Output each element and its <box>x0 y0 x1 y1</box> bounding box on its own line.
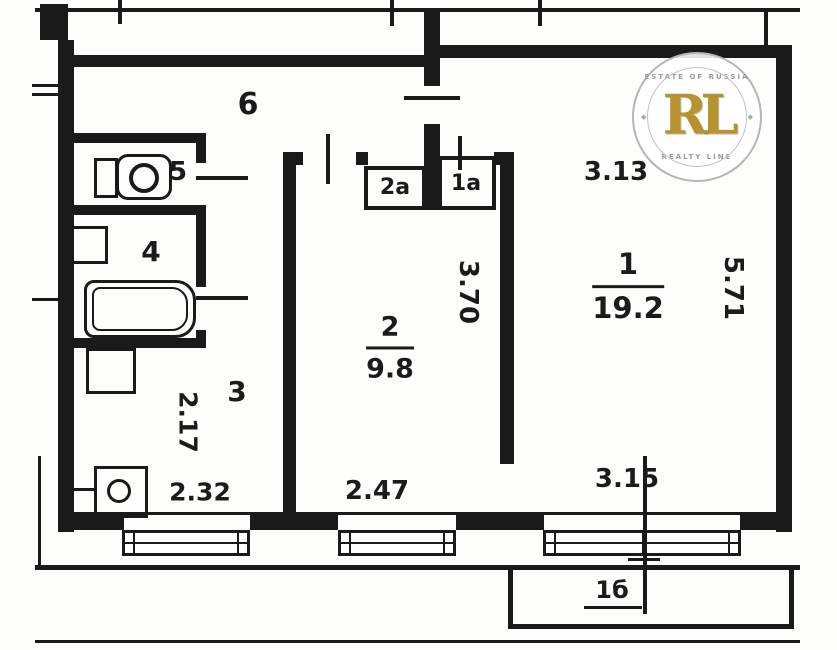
door-tick-hall-room1 <box>404 96 460 100</box>
closet-2a-box <box>364 166 426 210</box>
wall-tick <box>118 0 122 24</box>
wall-hall-top <box>58 55 428 67</box>
diamond-icon: ◆ <box>641 113 647 121</box>
watermark-arc-bottom-text: REALTY LINE <box>661 153 733 161</box>
stove-burner-icon <box>107 479 131 503</box>
wall-top-exterior <box>35 8 800 12</box>
wall-tick <box>538 0 542 26</box>
wall-room1-top <box>424 45 792 58</box>
wall-room2-top <box>283 152 303 165</box>
room-label-closet-1a: 1а <box>450 171 482 196</box>
room1-area: 19.2 <box>592 291 664 326</box>
wall-right <box>776 45 792 532</box>
dimension-line-vertical <box>643 456 647 614</box>
wall-hall-room1-upper <box>424 12 440 86</box>
wall-block-top-left <box>40 4 68 40</box>
watermark-letters: RL <box>662 82 739 147</box>
room-label-hall: 6 <box>237 87 259 122</box>
wall-bath-bottom <box>74 338 206 348</box>
watermark-logo: ESTATE OF RUSSIA RL REALTY LINE ◆ ◆ <box>632 52 762 182</box>
diamond-icon: ◆ <box>747 113 753 121</box>
room-label-closet-2a: 2а <box>379 175 411 200</box>
room-label-balcony: 1б <box>595 576 629 604</box>
wall-bottom-segment <box>740 512 792 530</box>
door-tick-room2 <box>326 134 330 184</box>
toilet-bowl <box>116 154 172 200</box>
wall-tick <box>32 93 58 96</box>
room2-number: 2 <box>366 311 414 350</box>
toilet-icon <box>129 163 159 193</box>
wall-bottom-most <box>35 640 800 643</box>
appliance-box <box>86 348 136 394</box>
wall-tick <box>390 0 394 26</box>
room-label-bath: 4 <box>141 235 161 268</box>
room-label-corridor: 3 <box>227 375 247 408</box>
dim-room1-top: 3.13 <box>583 157 649 187</box>
sink <box>74 226 108 264</box>
dim-room1-right: 5.71 <box>718 255 748 321</box>
wall-tick <box>38 456 41 568</box>
watermark-arc-top-text: ESTATE OF RUSSIA <box>644 73 750 81</box>
dim-corridor-width: 2.32 <box>169 477 231 507</box>
wall-wc-bath-divider <box>74 205 206 215</box>
wall-bath-right <box>196 133 206 163</box>
room2-area: 9.8 <box>366 353 414 385</box>
fixture-tick <box>74 488 94 491</box>
wall-room2-left <box>283 152 296 530</box>
wall-room2-top <box>356 152 368 165</box>
wall-tick <box>32 84 58 87</box>
dim-room2-height: 3.70 <box>453 259 483 325</box>
dimension-tick <box>628 558 660 561</box>
bathtub-inner <box>92 287 188 331</box>
dim-room1-bottom: 3.15 <box>594 464 660 494</box>
room-label-wc: 5 <box>168 157 188 187</box>
window-right <box>543 530 741 556</box>
window-middle <box>338 530 456 556</box>
wall-tick <box>764 8 768 46</box>
wall-bottom-line <box>58 512 792 515</box>
wall-tick <box>32 298 58 301</box>
bathtub <box>84 280 196 338</box>
wall-room2-room1 <box>500 152 514 464</box>
dim-corridor-height: 2.17 <box>173 391 203 453</box>
balcony-wall-left <box>508 568 513 628</box>
closet-1a-box <box>438 156 496 210</box>
room2-label: 2 9.8 <box>366 311 414 385</box>
dim-room2-width: 2.47 <box>344 476 410 506</box>
window-left <box>122 530 250 556</box>
wall-bottom-segment <box>456 512 544 530</box>
wall-bottom-exterior <box>35 565 800 570</box>
door-tick-closet-1a <box>458 136 462 170</box>
wall-bath-right <box>196 205 206 287</box>
wall-hall-room1-lower <box>424 124 440 210</box>
wall-left <box>58 40 74 532</box>
stove-box <box>94 466 148 518</box>
balcony-wall-bottom <box>508 624 794 629</box>
room1-number: 1 <box>592 247 664 289</box>
door-tick-bath <box>196 296 248 300</box>
toilet-tank <box>94 158 118 198</box>
door-tick-wc <box>196 176 248 180</box>
balcony-wall-right <box>789 568 794 629</box>
room1-label: 1 19.2 <box>592 247 664 326</box>
dimension-tick <box>584 606 642 609</box>
wall-bath-top <box>74 133 206 143</box>
